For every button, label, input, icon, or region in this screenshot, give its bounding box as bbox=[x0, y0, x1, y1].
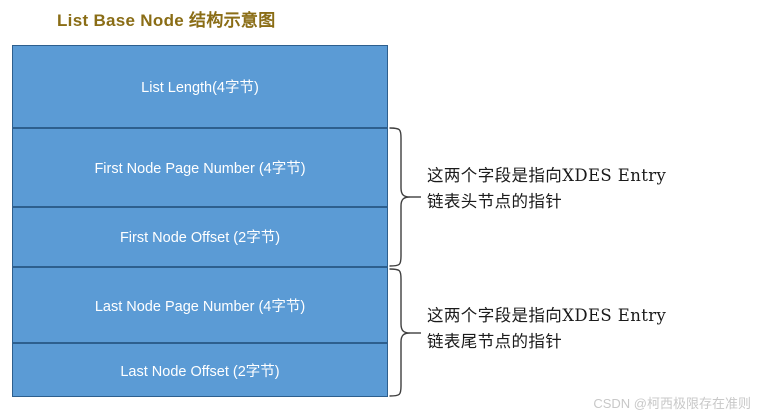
csdn-watermark: CSDN @柯西极限存在准则 bbox=[593, 396, 751, 411]
table-row-first-node-page-number: First Node Page Number (4字节) bbox=[13, 128, 387, 209]
table-row-last-node-page-number: Last Node Page Number (4字节) bbox=[13, 267, 387, 345]
curly-brace-last-node-icon bbox=[388, 267, 422, 398]
table-row-list-length: List Length(4字节) bbox=[13, 46, 387, 129]
table-row-last-node-offset: Last Node Offset (2字节) bbox=[13, 344, 387, 396]
curly-brace-first-node-icon bbox=[388, 126, 422, 268]
first-node-pointer-note: 这两个字段是指向XDES Entry 链表头节点的指针 bbox=[427, 166, 667, 211]
list-base-node-table: List Length(4字节) First Node Page Number … bbox=[12, 45, 388, 397]
last-node-pointer-note: 这两个字段是指向XDES Entry 链表尾节点的指针 bbox=[427, 306, 667, 351]
table-row-first-node-offset: First Node Offset (2字节) bbox=[13, 208, 387, 268]
page-title: List Base Node 结构示意图 bbox=[57, 11, 276, 30]
